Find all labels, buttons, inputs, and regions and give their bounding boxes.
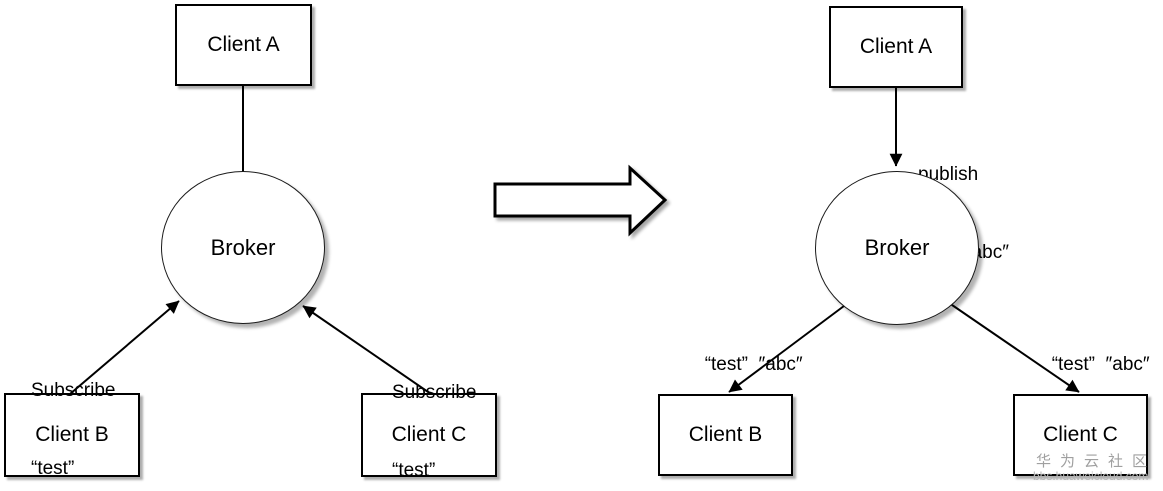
left-client-b-label: Client B: [35, 423, 109, 446]
subscribe-label-client-b: Subscribe “test”: [31, 326, 116, 491]
right-client-b-label: Client B: [688, 423, 763, 446]
message-label-to-client-b: “test” ″abc″: [673, 326, 803, 404]
left-client-c-node: Client C: [361, 393, 497, 477]
watermark-site-url: bbs.huaweicloud.com: [1033, 469, 1149, 483]
subscribe-topic: “test”: [31, 458, 75, 479]
subscribe-label-client-c: Subscribe “test”: [392, 328, 477, 491]
subscribe-word: Subscribe: [392, 382, 477, 403]
right-broker-label: Broker: [864, 235, 930, 260]
watermark-community-name: 华为云社区: [1036, 453, 1157, 470]
message-payload: “test” ″abc″: [1051, 354, 1150, 375]
transition-arrow-icon: [493, 164, 668, 237]
subscribe-word: Subscribe: [31, 380, 116, 401]
left-arrow-client-c-to-broker: [302, 305, 432, 395]
right-client-c-label: Client C: [1043, 423, 1118, 446]
right-broker-node: Broker: [815, 171, 979, 325]
left-client-b-node: Client B: [4, 393, 140, 477]
right-client-a-label: Client A: [859, 35, 933, 58]
left-broker-label: Broker: [210, 234, 276, 260]
right-arrow-broker-to-client-b: [728, 293, 861, 393]
left-broker-node: Broker: [161, 171, 325, 324]
right-arrow-broker-to-client-c: [935, 293, 1080, 393]
left-arrow-client-b-to-broker: [69, 300, 180, 395]
left-client-a-node: Client A: [175, 4, 312, 86]
message-label-to-client-c: “test” ″abc″: [1020, 326, 1150, 404]
right-client-c-node: Client C: [1013, 394, 1148, 476]
left-client-a-label: Client A: [207, 33, 280, 56]
subscribe-topic: “test”: [392, 460, 436, 481]
right-client-b-node: Client B: [658, 394, 793, 476]
left-client-c-label: Client C: [391, 423, 467, 446]
right-client-a-node: Client A: [829, 6, 963, 88]
message-payload: “test” ″abc″: [704, 354, 803, 375]
